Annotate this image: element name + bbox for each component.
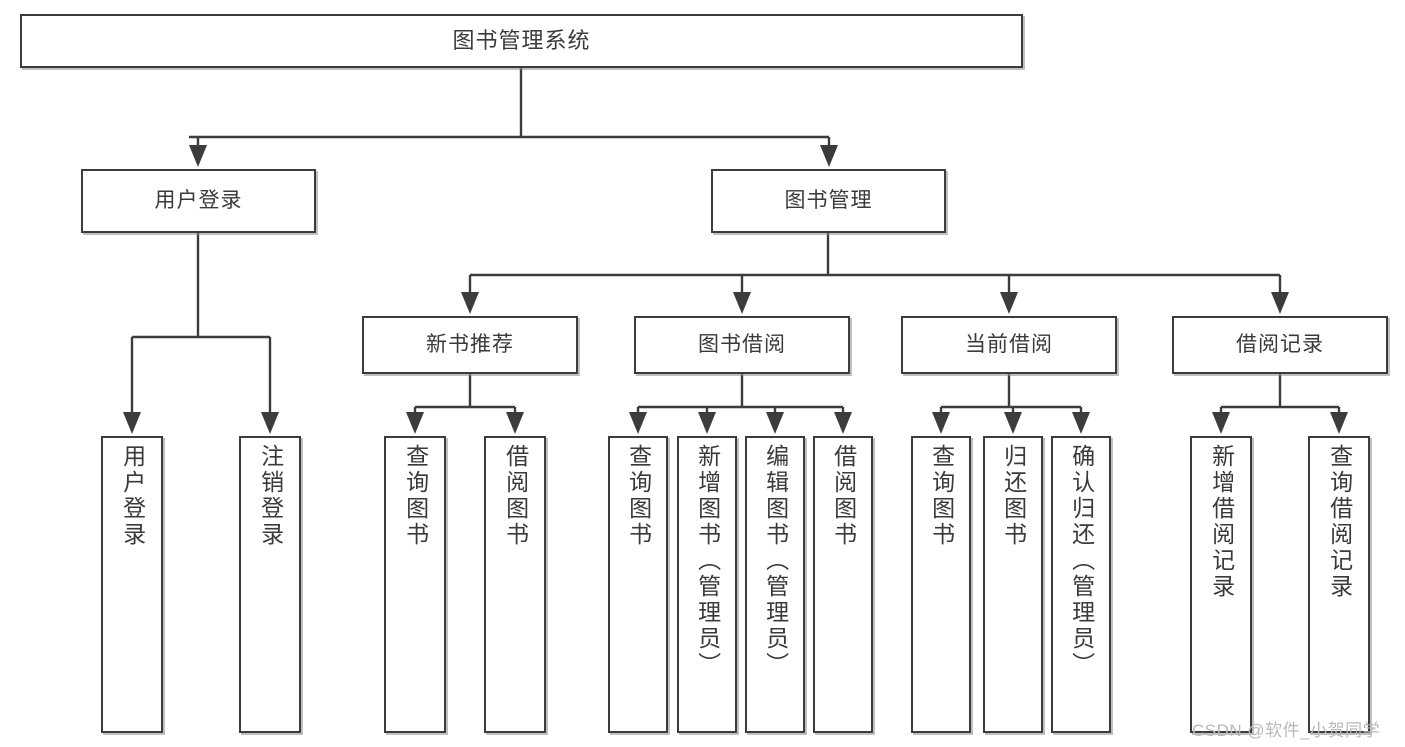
arrow-to-leaf-user-login-head [123,412,141,434]
node-borrow-record[interactable]: 借阅记录 [1172,316,1388,374]
node-book-manage-label: 图书管理 [784,189,873,213]
arrow-to-add-record-head [1212,412,1230,434]
node-leaf-query-book-3-label: 查询图书 [928,444,955,548]
node-new-book-rec-label: 新书推荐 [426,333,514,357]
node-user-login-label: 用户登录 [154,189,243,213]
node-leaf-query-record[interactable]: 查询借阅记录 [1308,436,1370,733]
node-leaf-edit-book-label: 编辑图书（管理员） [762,444,789,678]
node-new-book-rec[interactable]: 新书推荐 [362,316,578,374]
node-leaf-add-record-label: 新增借阅记录 [1208,444,1235,600]
node-book-borrow[interactable]: 图书借阅 [634,316,850,374]
node-book-manage[interactable]: 图书管理 [711,169,946,233]
node-leaf-query-book-1[interactable]: 查询图书 [384,436,446,733]
arrow-to-book-borrow-head [733,292,751,314]
arrow-to-new-book-rec-head [461,292,479,314]
arrow-to-borrow-record-head [1271,292,1289,314]
node-leaf-user-login-label: 用户登录 [119,444,146,548]
arrow-to-confirm-return-head [1072,412,1090,434]
node-leaf-borrow-book-1[interactable]: 借阅图书 [484,436,546,733]
node-leaf-borrow-book-2-label: 借阅图书 [830,444,857,548]
node-leaf-query-book-2-label: 查询图书 [625,444,652,548]
node-leaf-add-book[interactable]: 新增图书（管理员） [677,436,737,733]
node-leaf-query-book-1-label: 查询图书 [402,444,429,548]
arrow-to-user-login-head [189,145,207,167]
node-leaf-query-book-3[interactable]: 查询图书 [911,436,971,733]
arrow-to-query-book-1-head [406,412,424,434]
arrow-to-query-record-head [1330,412,1348,434]
node-leaf-confirm-return-label: 确认归还（管理员） [1068,444,1095,678]
node-leaf-query-record-label: 查询借阅记录 [1326,444,1353,600]
arrow-to-add-book-head [698,412,716,434]
node-leaf-confirm-return[interactable]: 确认归还（管理员） [1051,436,1111,733]
arrow-to-leaf-logout-head [261,412,279,434]
node-current-borrow[interactable]: 当前借阅 [901,316,1117,374]
node-user-login[interactable]: 用户登录 [81,169,316,233]
node-leaf-add-record[interactable]: 新增借阅记录 [1190,436,1252,733]
node-borrow-record-label: 借阅记录 [1236,333,1324,357]
node-leaf-user-login[interactable]: 用户登录 [101,436,163,733]
arrow-to-current-borrow-head [1000,292,1018,314]
arrow-to-book-manage-head [820,145,838,167]
node-book-borrow-label: 图书借阅 [698,333,786,357]
arrow-to-return-book-head [1004,412,1022,434]
node-leaf-logout-label: 注销登录 [257,444,284,548]
node-root[interactable]: 图书管理系统 [20,14,1023,68]
node-leaf-borrow-book-1-label: 借阅图书 [502,444,529,548]
arrow-to-edit-book-head [766,412,784,434]
node-current-borrow-label: 当前借阅 [965,333,1053,357]
node-leaf-borrow-book-2[interactable]: 借阅图书 [813,436,873,733]
arrow-to-query-book-3-head [932,412,950,434]
node-leaf-edit-book[interactable]: 编辑图书（管理员） [745,436,805,733]
node-leaf-return-book-label: 归还图书 [1000,444,1027,548]
node-root-label: 图书管理系统 [452,27,591,53]
arrow-to-query-book-2-head [629,412,647,434]
node-leaf-return-book[interactable]: 归还图书 [983,436,1043,733]
node-leaf-logout[interactable]: 注销登录 [239,436,301,733]
csdn-watermark: CSDN @软件_小贺同学 [1192,721,1381,740]
node-leaf-add-book-label: 新增图书（管理员） [694,444,721,678]
arrow-to-borrow-book-2-head [834,412,852,434]
node-leaf-query-book-2[interactable]: 查询图书 [608,436,668,733]
arrow-to-borrow-book-1-head [506,412,524,434]
